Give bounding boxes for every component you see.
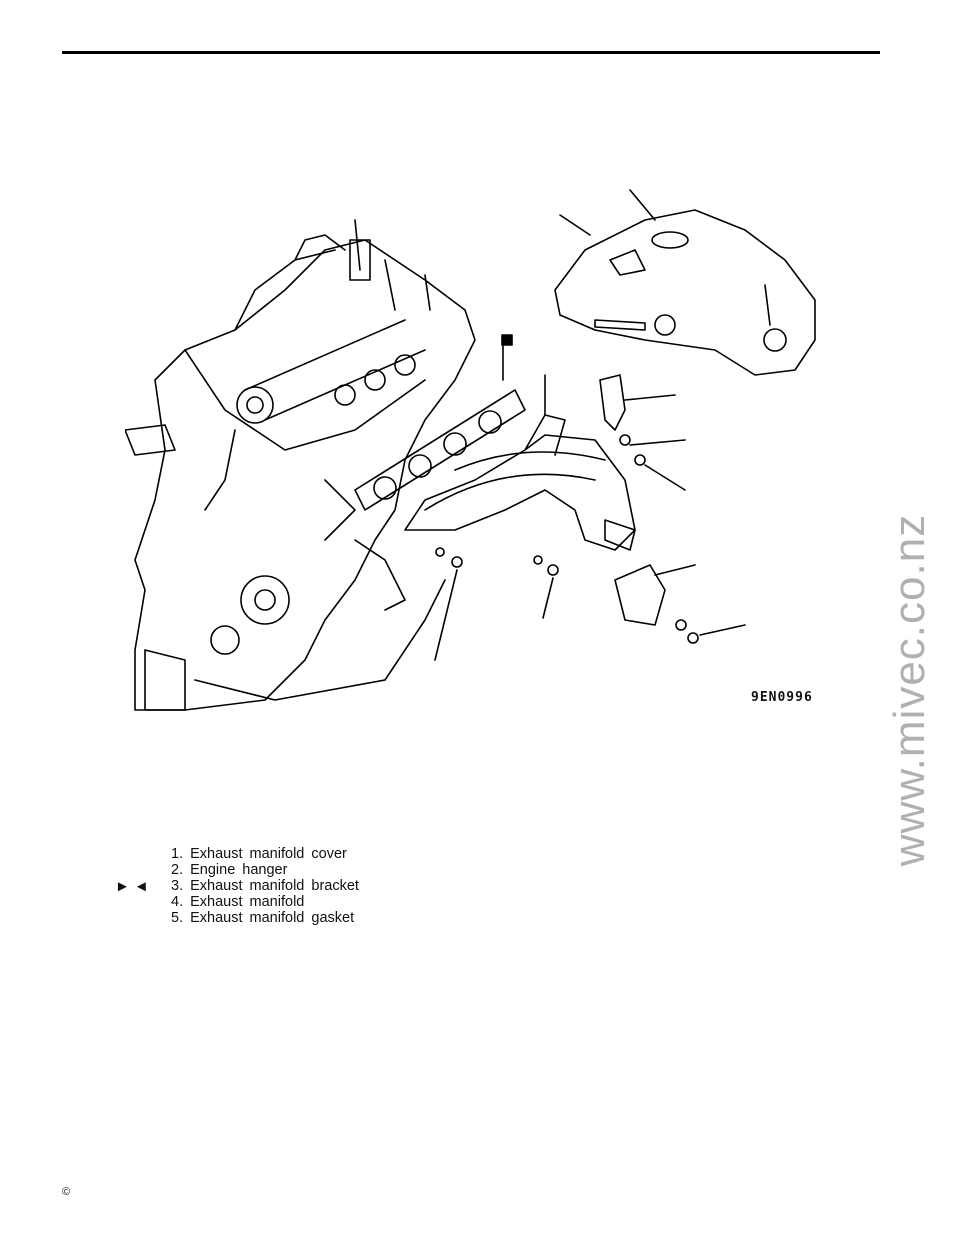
bracket-drawing xyxy=(434,374,746,661)
legend-item: 5. Exhaust manifold gasket xyxy=(171,910,355,926)
exhaust-manifold-exploded-diagram xyxy=(125,180,845,720)
figure-code: 9EN0996 xyxy=(751,690,813,705)
legend-item: 4. Exhaust manifold xyxy=(171,894,305,910)
parts-legend: 1. Exhaust manifold cover 2. Engine hang… xyxy=(171,846,359,926)
copyright-symbol: © xyxy=(62,1186,71,1198)
legend-item: 3. Exhaust manifold bracket xyxy=(171,878,359,894)
engine-block-drawing xyxy=(125,219,476,711)
exhaust-manifold-cover-drawing xyxy=(554,189,816,376)
header-rule xyxy=(62,51,880,54)
exhaust-manifold-drawing xyxy=(404,374,636,551)
legend-item: 1. Exhaust manifold cover xyxy=(171,846,347,862)
gasket-drawing xyxy=(354,334,526,511)
reuse-marker: ►◄ xyxy=(115,878,153,895)
legend-item: 2. Engine hanger xyxy=(171,862,288,878)
watermark: www.mivec.co.nz xyxy=(885,513,934,867)
